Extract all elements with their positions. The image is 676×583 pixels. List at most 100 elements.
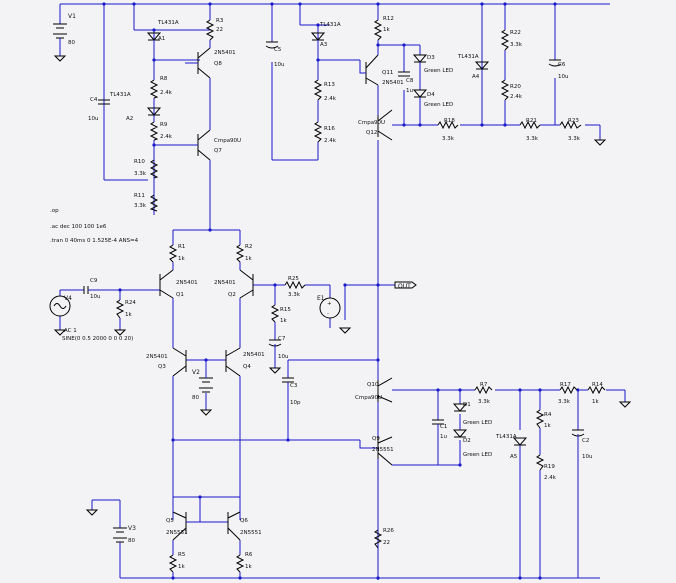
label-q12-model: Cmpa90U (358, 120, 385, 126)
label-c4-value: 10u (88, 116, 98, 122)
label-v4-name: V4 (64, 295, 72, 302)
label-v1-value: 80 (68, 40, 75, 46)
resistor-symbols (115, 19, 606, 573)
label-r25-value: 3.3k (288, 292, 301, 298)
label-r20-value: 2.4k (510, 94, 523, 100)
label-r25: R25 (288, 276, 299, 282)
label-q12: Q12 (366, 130, 377, 136)
label-q9-model: 2N5551 (372, 447, 394, 453)
battery-symbol-v3 (113, 527, 127, 548)
label-u4: TL431A (457, 54, 479, 60)
directive-op: .op (50, 208, 59, 214)
label-r15: R15 (280, 307, 291, 313)
label-r12-value: 1k (383, 27, 390, 33)
label-c1-value: 1u (440, 434, 447, 440)
label-v2-value: 80 (192, 395, 199, 401)
label-c6: C6 (558, 62, 566, 68)
label-c2-value: 10u (582, 454, 592, 460)
label-c9: C9 (90, 278, 98, 284)
label-r9: R9 (160, 122, 168, 128)
label-r6: R6 (245, 552, 253, 558)
label-c1: C1 (440, 424, 447, 430)
label-r8: R8 (160, 76, 168, 82)
wire-network (59, 3, 626, 580)
label-q7: Q7 (214, 148, 222, 154)
label-u1-ref: A1 (158, 36, 165, 42)
label-r7-value: 3.3k (478, 399, 491, 405)
label-r15-value: 1k (280, 318, 287, 324)
label-d3: D3 (427, 55, 435, 61)
label-q4: Q4 (243, 364, 251, 370)
led-symbols (412, 54, 468, 438)
text-labels: V1 80 V3 80 V2 80 V4 AC 1 SINE(0 0.5 200… (50, 13, 603, 570)
label-q8: Q8 (214, 61, 222, 67)
label-v2-name: V2 (192, 369, 200, 376)
shunt-reference-symbols (146, 32, 528, 450)
label-u4-ref: A4 (472, 74, 480, 80)
label-r23-value: 3.3k (568, 136, 581, 142)
label-r22: R22 (510, 30, 521, 36)
label-r13: R13 (324, 82, 335, 88)
label-u5: TL431A (495, 434, 517, 440)
label-q7-model: Cmpa90U (214, 138, 241, 144)
capacitor-symbols (83, 41, 585, 450)
label-r16-value: 2.4k (324, 138, 337, 144)
label-c9-value: 10u (90, 294, 100, 300)
label-d4-value: Green LED (424, 102, 453, 108)
label-q3-model: 2N5401 (146, 354, 168, 360)
label-r13-value: 2.4k (324, 96, 337, 102)
label-q9: Q9 (372, 436, 380, 442)
label-c5-value: 10u (274, 62, 284, 68)
label-r17: R17 (560, 382, 571, 388)
label-d1-value: Green LED (463, 420, 492, 426)
label-d2: D2 (463, 438, 471, 444)
label-q8-model: 2N5401 (214, 50, 236, 56)
label-c6-value: 10u (558, 74, 568, 80)
label-v3-name: V3 (128, 525, 136, 532)
label-q3: Q3 (158, 364, 166, 370)
label-r16: R16 (324, 126, 335, 132)
label-v3-value: 80 (128, 538, 135, 544)
label-r4-value: 1k (544, 423, 551, 429)
label-r3: R3 (216, 18, 224, 24)
label-r5: R5 (178, 552, 186, 558)
label-r5-value: 1k (178, 564, 185, 570)
junction-dots (102, 2, 580, 580)
label-r14: R14 (592, 382, 603, 388)
label-r8-value: 2.4k (160, 90, 173, 96)
label-r21-value: 3.3k (526, 136, 539, 142)
label-r22-value: 3.3k (510, 42, 523, 48)
label-q10: Q10 (367, 382, 379, 388)
label-r24: R24 (125, 300, 136, 306)
directive-ac: .ac dec 100 100 1e6 (50, 224, 107, 230)
label-u1: TL431A (157, 20, 179, 26)
label-r6-value: 1k (245, 564, 252, 570)
label-q2: Q2 (228, 292, 236, 298)
label-r7: R7 (480, 382, 488, 388)
label-r12: R12 (383, 16, 394, 22)
label-r2: R2 (245, 244, 252, 250)
label-c3: C3 (290, 383, 298, 389)
label-u3: TL431A (319, 22, 341, 28)
label-v4-spec: SINE(0 0.5 2000 0 0 0 20) (62, 336, 133, 342)
label-q5-model: 2N5551 (166, 530, 188, 536)
svg-text:+: + (327, 301, 332, 307)
transistor-symbols (159, 47, 393, 541)
label-u2-ref: A2 (126, 116, 133, 122)
label-r1-value: 1k (178, 256, 185, 262)
battery-symbol-v1 (53, 23, 67, 44)
label-u5-ref: A5 (510, 454, 518, 460)
label-q6: Q6 (240, 518, 248, 524)
label-u2: TL431A (109, 92, 131, 98)
label-r21: R21 (526, 118, 537, 124)
label-q10-model: Cmpa90U (355, 395, 382, 401)
svg-text:-: - (327, 311, 329, 317)
label-q1: Q1 (176, 292, 184, 298)
label-d3-value: Green LED (424, 68, 453, 74)
label-d4: D4 (427, 92, 435, 98)
label-r26: R26 (383, 528, 394, 534)
ground-symbols (53, 55, 632, 516)
label-c4: C4 (90, 97, 98, 103)
label-r9-value: 2.4k (160, 134, 173, 140)
label-q5: Q5 (166, 518, 174, 524)
